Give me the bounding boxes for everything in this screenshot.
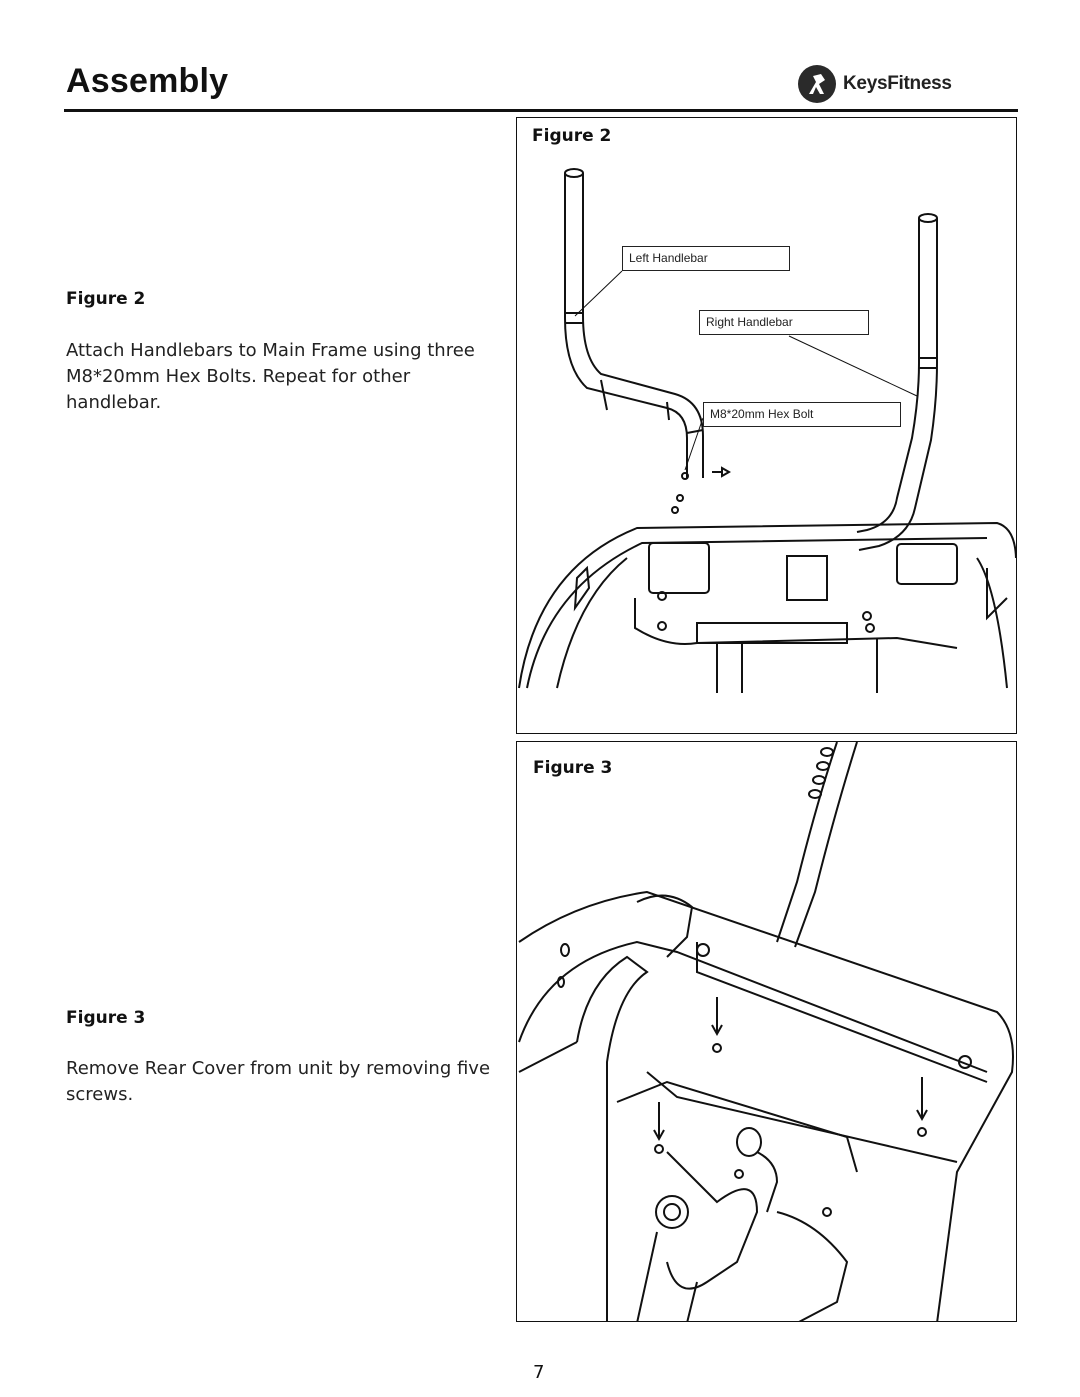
figure-3-label: Figure 3 — [533, 758, 613, 778]
header-rule — [64, 109, 1018, 112]
figure-2-label: Figure 2 — [532, 126, 612, 146]
callout-right-handlebar: Right Handlebar — [699, 310, 869, 335]
callout-hex-bolt: M8*20mm Hex Bolt — [703, 402, 901, 427]
section-figure3-body: Remove Rear Cover from unit by removing … — [66, 1058, 491, 1105]
figure-2-panel: Left Handlebar Right Handlebar M8*20mm H… — [516, 117, 1017, 734]
page-title: Assembly — [66, 62, 229, 100]
brand-name-bold: Fitness — [887, 73, 952, 94]
runner-logo-icon — [798, 65, 836, 103]
section-figure3-heading: Figure 3 — [66, 1008, 146, 1028]
brand-name-light: Keys — [843, 73, 888, 94]
rear-cover-drawing — [518, 742, 1014, 1321]
brand-logo: KeysFitness — [797, 64, 952, 104]
figure-3-panel — [516, 741, 1017, 1322]
callout-leader-lines — [574, 270, 918, 471]
brand-name: KeysFitness — [843, 73, 952, 95]
section-figure2-body: Attach Handlebars to Main Frame using th… — [66, 340, 475, 413]
handlebar-assembly-drawing — [518, 168, 1016, 693]
section-figure2-heading: Figure 2 — [66, 289, 146, 309]
callout-left-handlebar: Left Handlebar — [622, 246, 790, 271]
page-number: 7 — [533, 1362, 545, 1383]
